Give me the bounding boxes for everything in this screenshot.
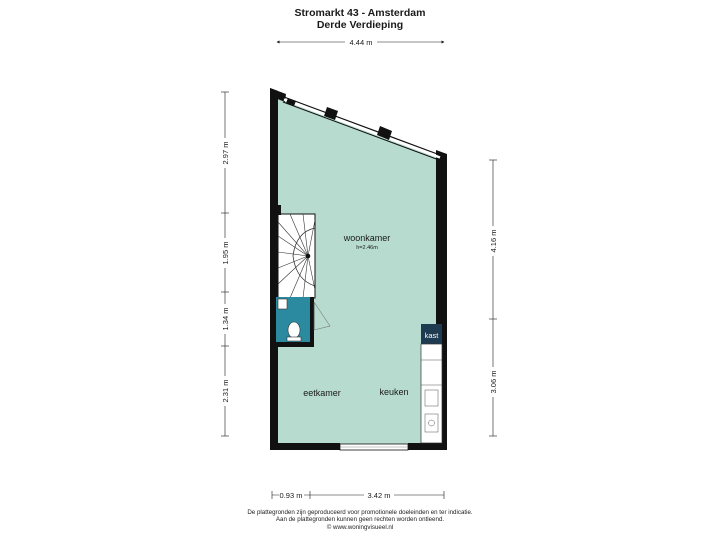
dimension-right-labels: [488, 226, 498, 397]
dim-bottom-2: 3.42 m: [368, 491, 391, 500]
plan-subtitle: Derde Verdieping: [316, 19, 404, 31]
room-label-woonkamer: woonkamer: [343, 233, 391, 243]
cabinet-label: kast: [425, 331, 440, 340]
staircase: [276, 205, 316, 299]
door-swing: [313, 301, 331, 331]
dim-top-width: 4.44 m: [350, 38, 373, 47]
room-height-label: h=2.46m: [356, 245, 378, 251]
dimension-left-labels: [220, 138, 230, 406]
dim-left-1: 2.97 m: [221, 142, 230, 165]
bathroom: [276, 297, 314, 347]
dimension-bottom-labels: [279, 490, 394, 500]
dim-bottom-1: 0.93 m: [280, 491, 303, 500]
kitchen-counter: [420, 343, 443, 444]
plan-title: Stromarkt 43 - Amsterdam: [294, 7, 426, 19]
bottom-window: [339, 443, 409, 451]
room-label-eetkamer: eetkamer: [303, 388, 341, 398]
dim-left-4: 2.31 m: [221, 380, 230, 403]
dimension-top: [276, 37, 445, 47]
dim-right-1: 4.16 m: [489, 230, 498, 253]
cabinet: [421, 324, 442, 344]
disclaimer-line-2: Aan de plattegronden kunnen geen rechten…: [275, 516, 445, 524]
top-windows: [282, 96, 441, 161]
floor-area: [276, 96, 442, 444]
room-label-keuken: keuken: [379, 387, 408, 397]
dim-left-3: 1.34 m: [221, 308, 230, 331]
copyright: © www.woningvisueel.nl: [326, 523, 394, 531]
dim-left-2: 1.95 m: [221, 242, 230, 265]
disclaimer-line-1: De plattegronden zijn geproduceerd voor …: [247, 509, 473, 516]
dim-right-2: 3.06 m: [489, 371, 498, 394]
disclaimer: De plattegronden zijn geproduceerd voor …: [0, 509, 720, 531]
